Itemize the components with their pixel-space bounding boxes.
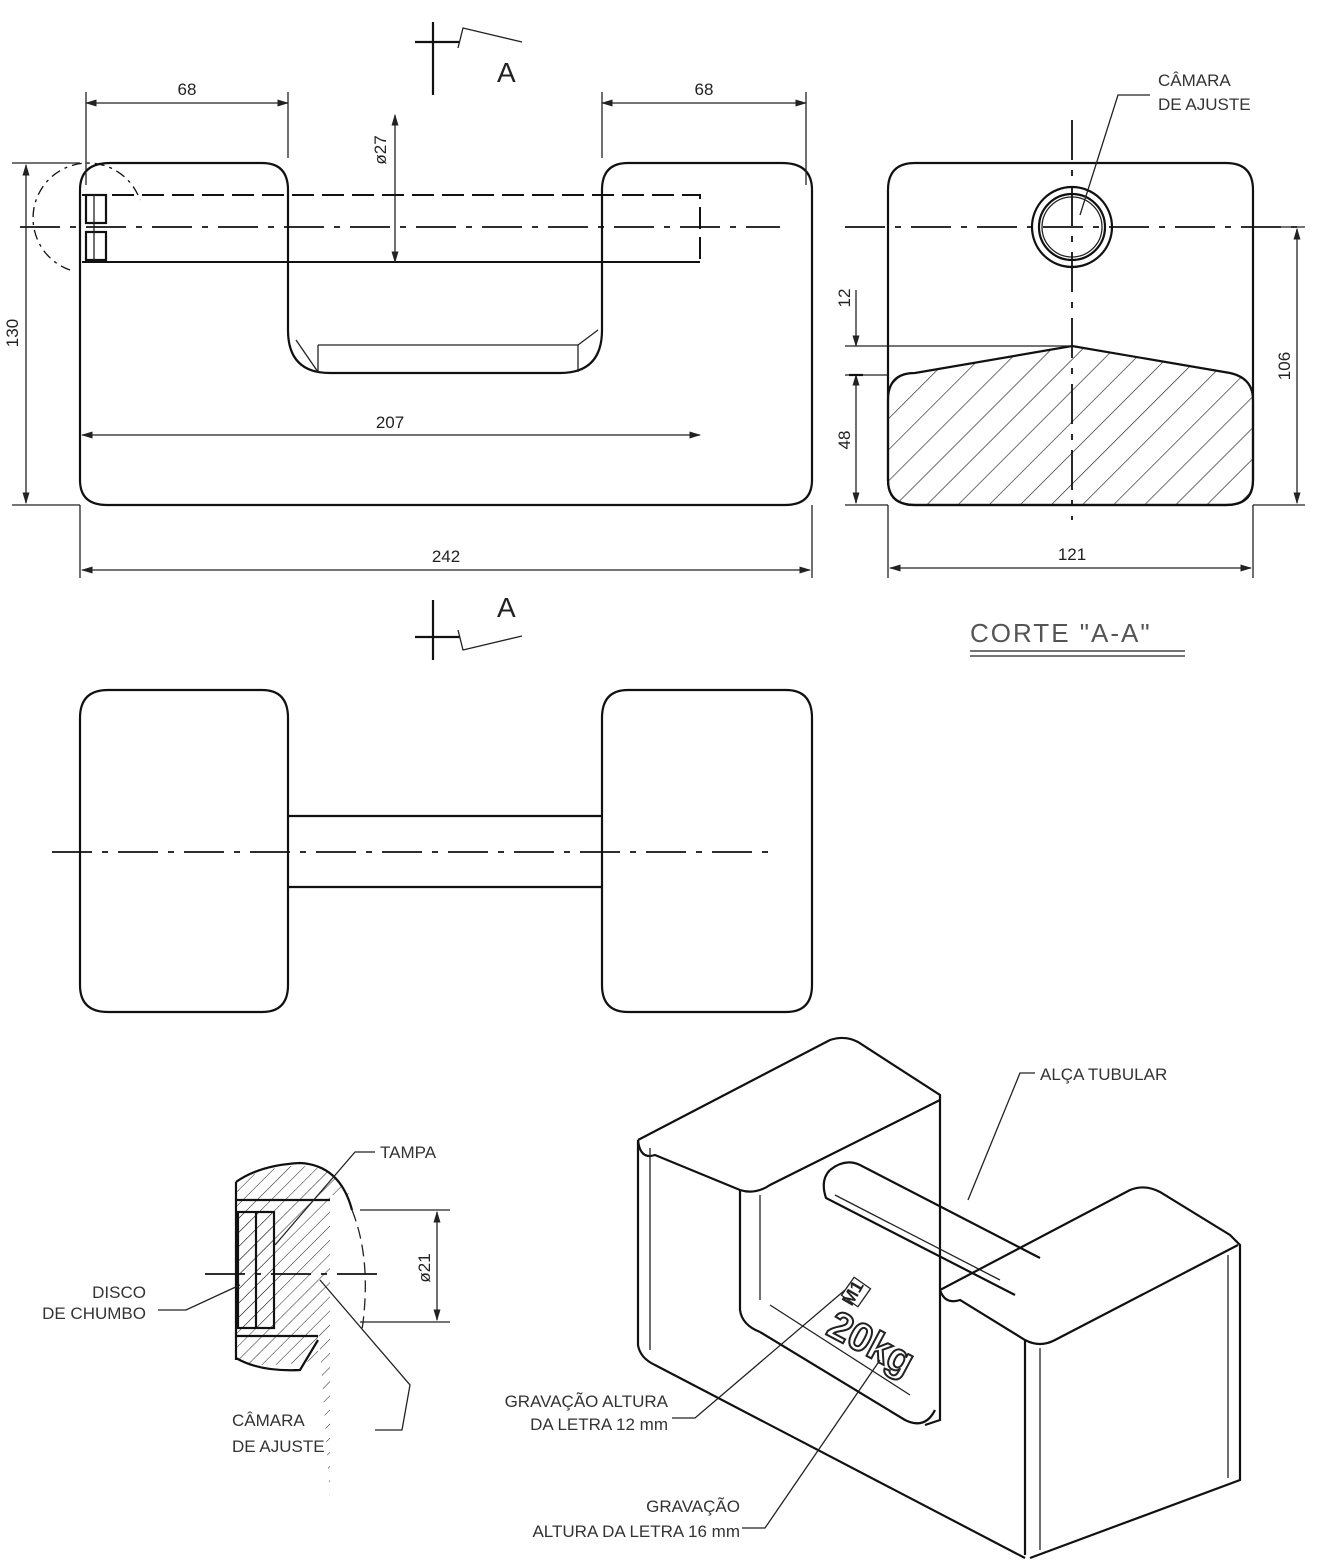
dim-section-fill: 48: [835, 431, 854, 450]
dim-total-length: 242: [432, 547, 460, 566]
dim-section-offset: 12: [835, 289, 854, 308]
section-dimensions: [845, 94, 1305, 578]
label-grav16-1: GRAVAÇÃO: [646, 1497, 740, 1516]
front-view: [20, 161, 814, 507]
label-disco-2: DE CHUMBO: [42, 1304, 146, 1323]
dim-left-width: 68: [178, 80, 197, 99]
dim-detail-diameter: ø21: [415, 1253, 434, 1282]
label-chamber-detail-1: CÂMARA: [232, 1411, 305, 1430]
label-disco-1: DISCO: [92, 1283, 146, 1302]
detail-view: [158, 1151, 450, 1500]
dim-section-width: 121: [1058, 545, 1086, 564]
dim-height: 130: [3, 319, 22, 347]
front-dimensions: [12, 92, 813, 578]
label-alca: ALÇA TUBULAR: [1040, 1065, 1167, 1084]
section-view: [845, 120, 1300, 520]
section-mark-top: [415, 22, 523, 95]
label-chamber-top-1: CÂMARA: [1158, 71, 1231, 90]
dim-section-height: 106: [1275, 352, 1294, 380]
label-tampa: TAMPA: [380, 1143, 437, 1162]
dim-tube-diameter: ø27: [371, 135, 390, 164]
label-chamber-top-2: DE AJUSTE: [1158, 95, 1251, 114]
section-letter-top: A: [497, 57, 516, 88]
label-grav12-1: GRAVAÇÃO ALTURA: [505, 1392, 669, 1411]
label-grav12-2: DA LETRA 12 mm: [530, 1415, 668, 1434]
label-grav16-2: ALTURA DA LETRA 16 mm: [532, 1522, 740, 1541]
isometric-view: [636, 1036, 1242, 1560]
dim-right-width: 68: [695, 80, 714, 99]
section-mark-bottom: [415, 600, 523, 660]
dim-inner-length: 207: [376, 413, 404, 432]
section-title: CORTE "A-A": [970, 618, 1152, 648]
section-letter-bottom: A: [497, 592, 516, 623]
iso-leaders: [672, 1072, 1035, 1529]
label-chamber-detail-2: DE AJUSTE: [232, 1437, 325, 1456]
top-view: [52, 688, 814, 1014]
